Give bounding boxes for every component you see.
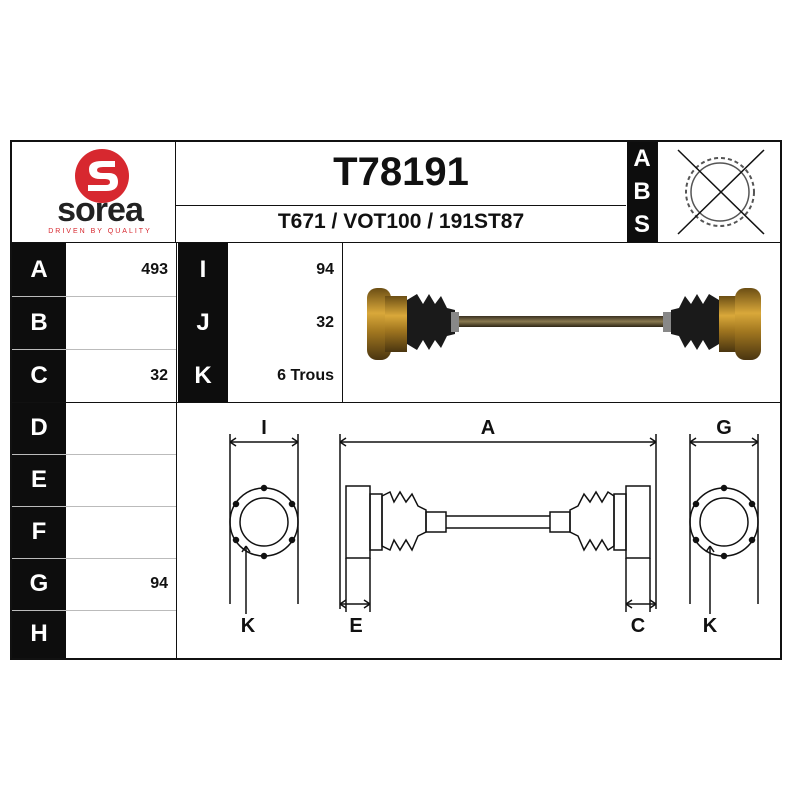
abs-ring-crossed-icon xyxy=(660,142,780,242)
label-e: E xyxy=(349,615,362,637)
mid-table-divider xyxy=(342,243,343,402)
product-image xyxy=(355,270,775,370)
abs-divider xyxy=(657,142,658,242)
left-flange-end-view xyxy=(229,434,299,614)
right-flange-end-view xyxy=(689,434,759,614)
row-letter-b: B xyxy=(12,296,66,349)
label-g: G xyxy=(716,417,732,439)
label-k-right: K xyxy=(703,615,718,637)
logo-divider xyxy=(175,142,176,242)
label-a: A xyxy=(481,417,495,439)
row-value-f xyxy=(66,506,168,558)
row-letter-d: D xyxy=(12,402,66,454)
brand-name: sorea xyxy=(57,191,144,229)
shaft-side-view xyxy=(339,434,657,612)
abs-letter-s: S xyxy=(627,208,657,242)
part-number: T78191 xyxy=(333,150,469,194)
brand-logo xyxy=(12,142,174,240)
abs-letter-a: A xyxy=(627,142,657,175)
row-letter-i: I xyxy=(178,243,228,296)
row-letter-e: E xyxy=(12,454,66,506)
abs-letter-b: B xyxy=(627,175,657,208)
row-line xyxy=(12,349,176,350)
spec-sheet xyxy=(10,140,782,660)
brand-tagline: DRIVEN BY QUALITY xyxy=(48,228,152,235)
row-line xyxy=(12,296,176,297)
label-c: C xyxy=(631,615,645,637)
cross-references: T671 / VOT100 / 191ST87 xyxy=(277,210,525,233)
row-value-j: 32 xyxy=(316,313,334,331)
row-line xyxy=(12,506,176,507)
row-value-c: 32 xyxy=(150,366,168,384)
row-value-i: 94 xyxy=(316,260,334,278)
header-bottom-line xyxy=(12,242,780,243)
row-letter-a: A xyxy=(12,243,66,296)
row-value-b xyxy=(66,296,168,349)
row-line xyxy=(12,454,176,455)
row-letter-k: K xyxy=(178,349,228,402)
title-divider xyxy=(176,205,626,206)
row-value-g: 94 xyxy=(150,575,168,592)
row-letter-f: F xyxy=(12,506,66,558)
label-k-left: K xyxy=(241,615,256,637)
row-value-h xyxy=(66,610,168,658)
label-i: I xyxy=(261,417,267,439)
row-line xyxy=(12,610,176,611)
row-letter-c: C xyxy=(12,349,66,402)
row-letter-h: H xyxy=(12,610,66,658)
row-line xyxy=(12,558,176,559)
row-letter-g: G xyxy=(12,558,66,610)
left-table-divider xyxy=(176,243,177,658)
row-line xyxy=(12,402,780,403)
dimension-diagram: I A G K E C K xyxy=(178,404,780,658)
row-value-d xyxy=(66,402,168,454)
row-letter-j: J xyxy=(178,296,228,349)
row-value-a: 493 xyxy=(141,260,168,278)
row-value-e xyxy=(66,454,168,506)
row-value-k: 6 Trous xyxy=(277,366,334,384)
